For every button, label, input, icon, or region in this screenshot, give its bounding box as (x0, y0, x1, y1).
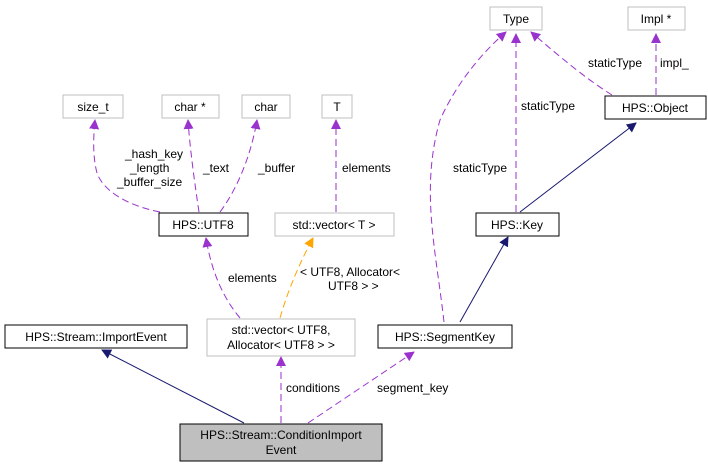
node-size-t-label: size_t (77, 100, 109, 114)
node-hps-key[interactable]: HPS::Key (475, 212, 560, 237)
node-char[interactable]: char (241, 94, 291, 119)
edge-segmentkey-to-type (429, 31, 507, 323)
node-import-event-label: HPS::Stream::ImportEvent (25, 330, 167, 344)
edge-utf8-to-char-ptr (183, 119, 200, 213)
nodes: Type Impl * size_t char * char T std::ve… (4, 6, 707, 462)
node-hps-segment-key-label: HPS::SegmentKey (395, 330, 495, 344)
edge-label-hash-key-line2: _length (129, 161, 169, 175)
edge-label-static-type-key: staticType (521, 99, 575, 113)
edge-label-buffer: _buffer (257, 161, 295, 175)
node-hps-segment-key[interactable]: HPS::SegmentKey (377, 324, 513, 349)
node-impl-ptr[interactable]: Impl * (627, 6, 686, 31)
edges (89, 31, 661, 424)
edge-vector-utf8-to-utf8 (202, 237, 241, 319)
node-std-vector-utf8-label-1: std::vector< UTF8, (231, 323, 330, 337)
node-std-vector-utf8-label-2: Allocator< UTF8 > > (227, 338, 335, 352)
node-char-label: char (254, 100, 277, 114)
edge-labels: staticType impl_ staticType staticType _… (116, 56, 689, 395)
edge-label-template-args-line2: UTF8 > > (328, 279, 379, 293)
edge-condition-to-importevent (101, 349, 245, 424)
node-std-vector-t[interactable]: std::vector< T > (274, 212, 395, 237)
node-std-vector-utf8[interactable]: std::vector< UTF8, Allocator< UTF8 > > (206, 318, 356, 357)
edge-label-static-type-object: staticType (588, 56, 642, 70)
node-impl-ptr-label: Impl * (641, 12, 672, 26)
node-size-t[interactable]: size_t (62, 94, 124, 119)
node-t[interactable]: T (321, 94, 353, 119)
edge-label-elements-t: elements (342, 161, 391, 175)
node-hps-utf8-label: HPS::UTF8 (172, 218, 234, 232)
node-std-vector-t-label: std::vector< T > (293, 218, 376, 232)
edge-utf8-to-char (219, 119, 261, 213)
node-type[interactable]: Type (489, 6, 543, 31)
node-char-ptr-label: char * (174, 100, 206, 114)
edge-vector-utf8-to-vector-t (279, 237, 314, 319)
node-condition-import-event-label-1: HPS::Stream::ConditionImport (200, 428, 362, 442)
node-condition-import-event-label-2: Event (266, 443, 297, 457)
edge-label-template-args-line1: < UTF8, Allocator< (300, 265, 400, 279)
node-type-label: Type (503, 12, 529, 26)
edge-label-hash-key-line3: _buffer_size (116, 175, 182, 189)
edge-object-to-type (530, 31, 613, 96)
edge-utf8-to-size-t (89, 119, 161, 213)
node-t-label: T (333, 100, 341, 114)
node-hps-object[interactable]: HPS::Object (604, 95, 707, 120)
node-hps-object-label: HPS::Object (622, 101, 689, 115)
edge-segmentkey-to-key (459, 236, 509, 323)
node-condition-import-event[interactable]: HPS::Stream::ConditionImport Event (179, 423, 383, 462)
edge-label-static-type-segment-key: staticType (453, 161, 507, 175)
node-hps-utf8[interactable]: HPS::UTF8 (158, 212, 249, 237)
edge-label-text: _text (202, 161, 230, 175)
edge-label-segment-key: segment_key (377, 381, 448, 395)
edge-label-impl: impl_ (660, 56, 689, 70)
node-import-event[interactable]: HPS::Stream::ImportEvent (4, 324, 188, 349)
node-hps-key-label: HPS::Key (491, 218, 543, 232)
edge-label-hash-key-line1: _hash_key (124, 147, 183, 161)
node-char-ptr[interactable]: char * (161, 94, 220, 119)
edge-label-conditions: conditions (286, 381, 340, 395)
edge-label-elements-utf8: elements (228, 271, 277, 285)
edge-key-to-object (519, 122, 637, 213)
